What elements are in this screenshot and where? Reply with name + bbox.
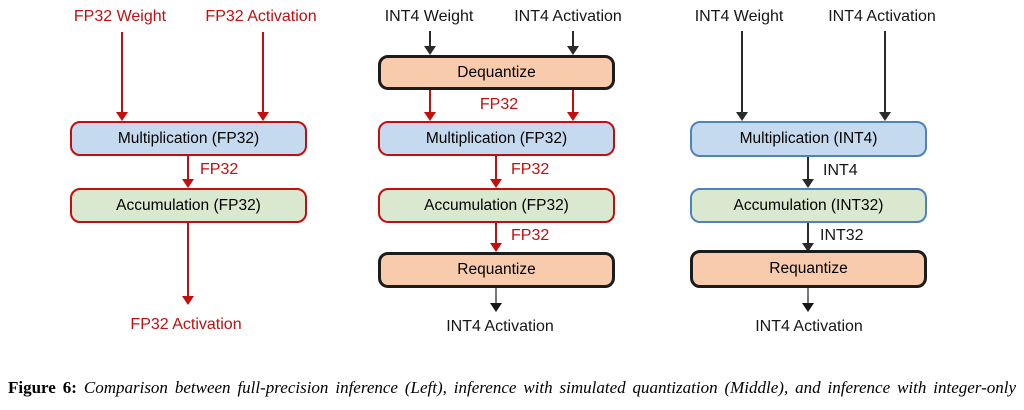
right-multiply-out-edge-label: INT4 (823, 162, 858, 179)
middle-activation-down-arrow-icon (572, 31, 574, 46)
left-accumulation-box: Accumulation (FP32) (70, 188, 307, 223)
right-requantize-box: Requantize (690, 250, 927, 288)
left-weight-down-arrow-icon (121, 32, 123, 112)
left-multiplication-box: Multiplication (FP32) (70, 121, 307, 156)
middle-dequantize-box: Dequantize (378, 55, 615, 90)
middle-dequantize-activation-arrow-icon (572, 90, 574, 112)
right-accumulate-out-arrow-icon (807, 223, 809, 243)
middle-accumulate-out-arrow-icon (495, 223, 497, 243)
middle-multiply-out-arrow-icon (495, 156, 497, 179)
middle-weight-down-arrow-icon (429, 31, 431, 46)
right-multiply-out-arrow-icon (807, 157, 809, 179)
left-output-down-arrow-icon (187, 223, 189, 296)
right-activation-down-arrow-icon (884, 31, 886, 112)
middle-dequantize-out-edge-label: FP32 (479, 96, 519, 113)
right-output-label: INT4 Activation (755, 318, 863, 335)
middle-requantize-box: Requantize (378, 252, 615, 288)
middle-accumulation-box: Accumulation (FP32) (378, 188, 615, 223)
middle-accumulate-out-edge-label: FP32 (511, 227, 550, 244)
left-input-activation-label: FP32 Activation (205, 8, 317, 25)
middle-multiplication-box: Multiplication (FP32) (378, 121, 615, 156)
right-input-activation-label: INT4 Activation (828, 8, 936, 25)
left-activation-down-arrow-icon (262, 32, 264, 112)
middle-output-label: INT4 Activation (446, 318, 554, 335)
middle-input-weight-label: INT4 Weight (384, 8, 474, 25)
figure-caption: Figure 6: Comparison between full-precis… (8, 373, 1016, 410)
right-output-down-arrow-icon (807, 288, 809, 303)
middle-dequantize-weight-arrow-icon (429, 90, 431, 112)
middle-input-activation-label: INT4 Activation (514, 8, 622, 25)
middle-output-down-arrow-icon (495, 288, 497, 303)
left-input-weight-label: FP32 Weight (73, 8, 167, 25)
right-accumulate-out-edge-label: INT32 (820, 227, 864, 244)
left-output-label: FP32 Activation (130, 316, 242, 333)
right-multiplication-box: Multiplication (INT4) (690, 121, 927, 157)
left-multiply-out-arrow-icon (187, 156, 189, 179)
figure-caption-text: Comparison between full-precision infere… (8, 378, 1017, 410)
middle-multiply-out-edge-label: FP32 (511, 161, 550, 178)
figure-caption-number: Figure 6: (8, 378, 77, 397)
left-multiply-out-edge-label: FP32 (200, 161, 239, 178)
right-input-weight-label: INT4 Weight (694, 8, 784, 25)
right-accumulation-box: Accumulation (INT32) (690, 188, 927, 223)
right-weight-down-arrow-icon (741, 31, 743, 112)
